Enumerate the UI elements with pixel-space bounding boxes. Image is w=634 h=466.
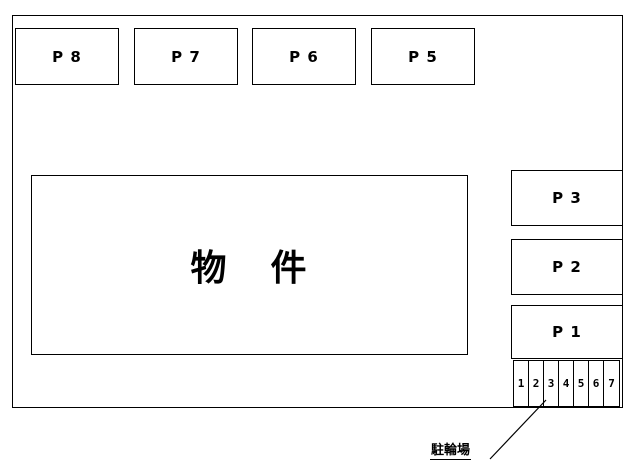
bicycle-slot-7: 7 <box>603 360 620 407</box>
parking-space-p2: P 2 <box>511 239 623 295</box>
parking-space-p3: P 3 <box>511 170 623 226</box>
building-label-char-1: 物 <box>190 248 229 289</box>
bicycle-slot-6: 6 <box>588 360 604 407</box>
bicycle-slot-3: 3 <box>543 360 559 407</box>
bicycle-slot-5: 5 <box>573 360 589 407</box>
building-label-char-2: 件 <box>270 248 309 289</box>
parking-space-p5: P 5 <box>371 28 475 85</box>
bicycle-slot-1: 1 <box>513 360 529 407</box>
building: 物 件 <box>31 175 468 355</box>
leader-line <box>489 399 547 460</box>
bicycle-slot-4: 4 <box>558 360 574 407</box>
bicycle-area-label: 駐輪場 <box>430 443 472 460</box>
bicycle-slot-2: 2 <box>528 360 544 407</box>
parking-space-p7: P 7 <box>134 28 238 85</box>
parking-space-p1: P 1 <box>511 305 623 359</box>
parking-space-p6: P 6 <box>252 28 356 85</box>
parking-space-p8: P 8 <box>15 28 119 85</box>
